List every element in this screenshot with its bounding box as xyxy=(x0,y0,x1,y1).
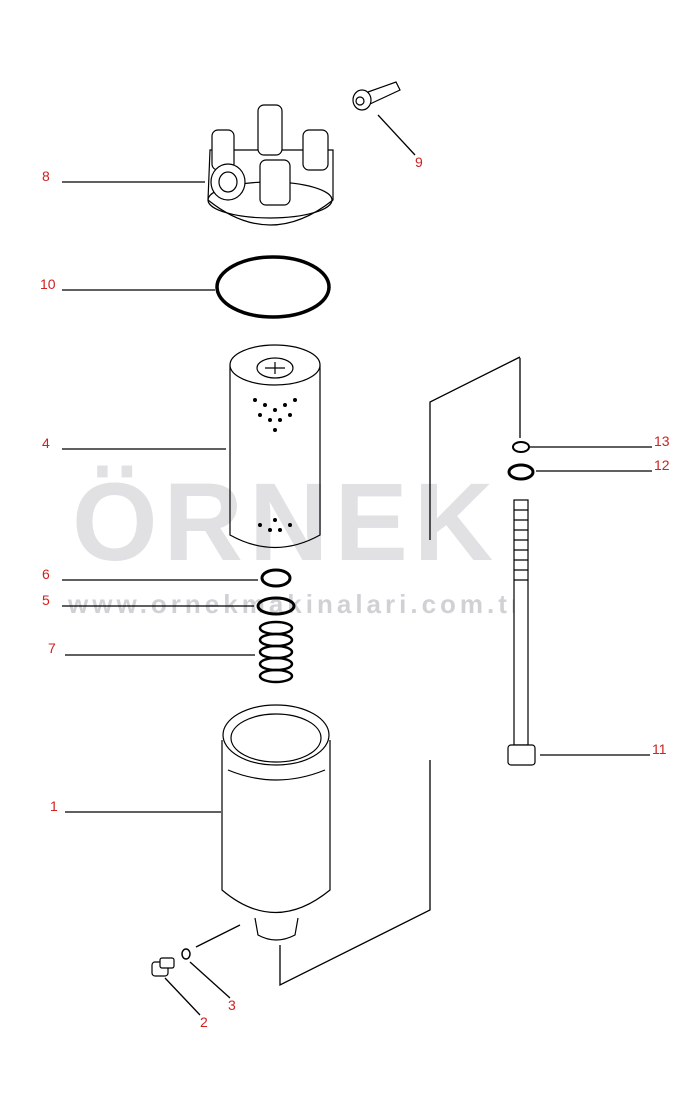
callout-12: 12 xyxy=(654,457,670,473)
callout-9: 9 xyxy=(415,154,423,170)
callout-2: 2 xyxy=(200,1014,208,1030)
filter-element-part xyxy=(229,344,321,549)
filter-head-part xyxy=(207,104,334,226)
washer-12-part xyxy=(507,463,535,481)
callout-5: 5 xyxy=(42,592,50,608)
callout-10: 10 xyxy=(40,276,56,292)
callout-7: 7 xyxy=(48,640,56,656)
spring-part xyxy=(258,620,294,684)
callout-11: 11 xyxy=(652,741,667,757)
callout-1: 1 xyxy=(50,798,58,814)
screw-part xyxy=(352,81,401,111)
watermark-brand: ÖRNEK xyxy=(72,461,500,584)
o-ring-part xyxy=(215,255,331,319)
seal-ring-part xyxy=(260,568,292,588)
callout-8: 8 xyxy=(42,168,50,184)
callout-13: 13 xyxy=(654,433,670,449)
bolt-part xyxy=(507,499,536,766)
washer-part xyxy=(256,596,296,616)
small-seal-part xyxy=(512,441,530,453)
callout-4: 4 xyxy=(42,435,50,451)
leader-lines xyxy=(62,114,652,1016)
callout-6: 6 xyxy=(42,566,50,582)
small-o-ring-part xyxy=(181,948,191,960)
filter-bowl-part xyxy=(221,704,331,941)
drain-plug-part xyxy=(151,957,175,977)
callout-3: 3 xyxy=(228,997,236,1013)
